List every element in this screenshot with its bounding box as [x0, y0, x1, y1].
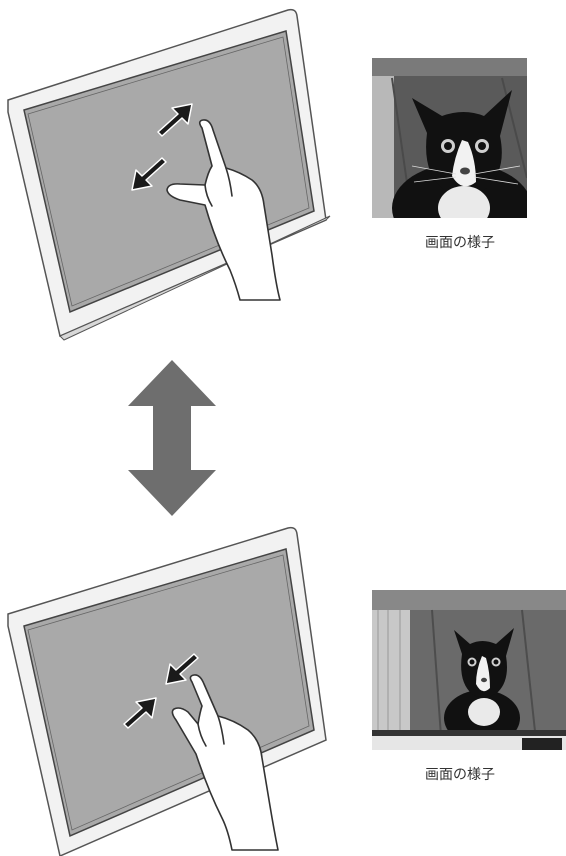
tablet-screen — [23, 30, 315, 314]
hand-icon — [171, 674, 279, 851]
double-vertical-arrow-icon — [128, 360, 216, 516]
photo-caption: 画面の様子 — [425, 767, 495, 783]
cat-photo-zoomed-in — [372, 58, 527, 218]
pinch-arrows-icon — [123, 653, 199, 729]
photo-caption: 画面の様子 — [425, 235, 495, 251]
hand-icon — [166, 119, 281, 301]
tablet-screen — [23, 548, 315, 838]
spread-arrows-icon — [131, 103, 193, 191]
cat-photo-zoomed-out — [372, 590, 566, 750]
